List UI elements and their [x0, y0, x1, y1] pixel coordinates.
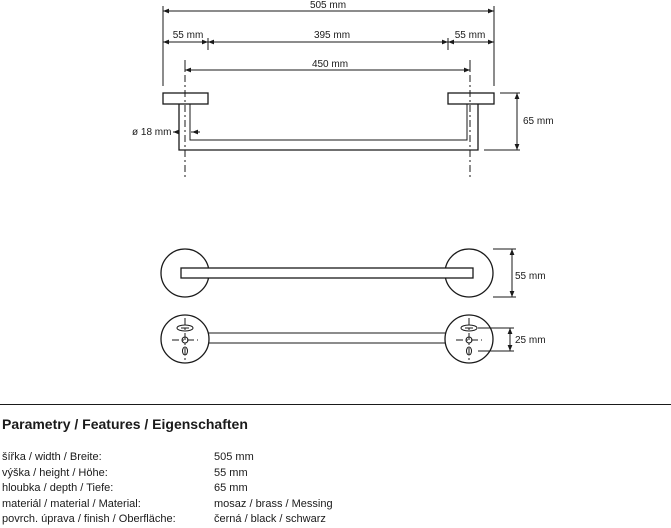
- technical-drawing: 505 mm 55 mm 395 mm 55 mm 450 mm ø 18 mm…: [132, 0, 554, 364]
- features-table: šířka / width / Breite: 505 mm výška / h…: [2, 450, 333, 528]
- side-view: 505 mm 55 mm 395 mm 55 mm 450 mm ø 18 mm…: [132, 0, 554, 180]
- feature-value: mosaz / brass / Messing: [214, 497, 333, 510]
- feature-value: 65 mm: [214, 482, 248, 494]
- dim-left-offset: 55 mm: [173, 30, 204, 41]
- dim-inner-span: 395 mm: [314, 30, 350, 41]
- feature-row: povrch. úprava / finish / Oberfläche: če…: [2, 512, 333, 528]
- feature-label: povrch. úprava / finish / Oberfläche:: [2, 513, 176, 525]
- dim-diameter: ø 18 mm: [132, 127, 171, 138]
- back-view: 25 mm: [160, 314, 546, 364]
- feature-label: výška / height / Höhe:: [2, 466, 108, 479]
- feature-label: materiál / material / Material:: [2, 497, 141, 510]
- dim-mount-size: 25 mm: [515, 335, 546, 346]
- feature-value: 505 mm: [214, 451, 254, 463]
- features-title: Parametry / Features / Eigenschaften: [2, 416, 248, 432]
- front-view: 55 mm: [160, 248, 546, 298]
- mounting-hole-icon: [456, 318, 482, 362]
- mounting-hole-icon: [172, 318, 198, 362]
- feature-row: šířka / width / Breite: 505 mm: [2, 450, 333, 466]
- feature-row: materiál / material / Material: mosaz / …: [2, 497, 333, 513]
- dim-bar-length: 450 mm: [312, 59, 348, 70]
- dim-depth: 65 mm: [523, 116, 554, 127]
- feature-value: černá / black / schwarz: [214, 513, 326, 525]
- feature-row: hloubka / depth / Tiefe: 65 mm: [2, 481, 333, 497]
- feature-row: výška / height / Höhe: 55 mm: [2, 466, 333, 482]
- feature-label: hloubka / depth / Tiefe:: [2, 482, 114, 494]
- dim-right-offset: 55 mm: [455, 30, 486, 41]
- dim-total-width: 505 mm: [310, 0, 346, 11]
- feature-label: šířka / width / Breite:: [2, 451, 102, 463]
- dim-height: 55 mm: [515, 271, 546, 282]
- section-divider: [0, 404, 671, 405]
- feature-value: 55 mm: [214, 466, 248, 479]
